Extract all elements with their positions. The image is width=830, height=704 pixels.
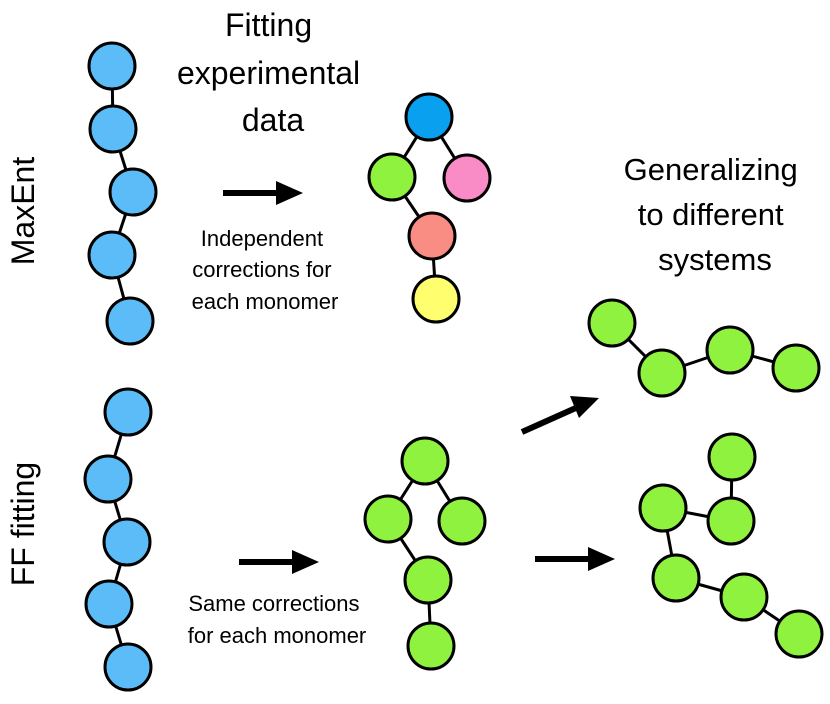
generalizing-line-3: systems [658,242,772,277]
ff-fitted-monomer-5 [406,621,456,671]
maxent-initial-monomer-3 [108,167,158,217]
generalized-linear-chain [587,298,821,398]
generalized-branched-monomer-1 [707,432,757,482]
maxent-fitted-monomer-2 [367,152,417,202]
top-title: Fitting experimental data [177,7,369,138]
ff-initial-monomer-5 [103,642,153,692]
maxent-initial-monomer-4 [87,230,137,280]
ff-initial-monomer-4 [84,579,134,629]
ff-initial-monomer-2 [83,454,133,504]
top-title-line-2: experimental [177,55,360,91]
ff-initial-chain [83,387,153,692]
top-title-line-1: Fitting [225,7,312,43]
arrow-ff-head [292,550,319,574]
maxent-fitted-monomer-5 [411,274,461,324]
ff-caption: Same corrections for each monomer [188,591,367,648]
maxent-initial-monomer-5 [105,296,155,346]
maxent-caption-line-2: corrections for [192,257,331,282]
generalized-branched-monomer-5 [719,572,769,622]
arrow-generalize-up-shaft [520,404,580,435]
maxent-initial-monomer-1 [87,41,137,91]
generalizing-title: Generalizing to different systems [624,152,807,277]
arrow-maxent-head [276,181,303,205]
maxent-caption-line-3: each monomer [192,289,339,314]
maxent-fitted-monomer-1 [404,92,454,142]
generalized-branched-monomer-4 [651,553,701,603]
generalized-linear-monomer-3 [705,325,755,375]
arrow-generalize-right [535,547,615,571]
generalized-linear-monomer-4 [771,343,821,393]
ff-fitted-monomer-3 [437,496,487,546]
arrow-generalize-up-head [570,396,599,418]
ff-initial-monomer-1 [103,387,153,437]
ff-caption-line-2: for each monomer [188,623,367,648]
arrow-maxent [223,181,303,205]
ff-fitted-monomer-2 [363,494,413,544]
ff-caption-line-1: Same corrections [188,591,359,616]
top-title-line-3: data [242,102,304,138]
generalized-branched-monomer-3 [706,496,756,546]
ff-fitted-monomer-1 [400,436,450,486]
maxent-caption-line-1: Independent [201,226,323,251]
generalized-branched-monomer-6 [774,609,824,659]
maxent-fitted-monomer-3 [442,153,492,203]
generalizing-line-1: Generalizing [624,152,798,187]
maxent-initial-monomer-2 [88,104,138,154]
generalized-linear-monomer-1 [587,298,637,348]
generalized-branched-monomer-2 [638,483,688,533]
arrow-generalize-right-head [588,547,615,571]
maxent-caption: Independent corrections for each monomer [192,226,339,314]
ff-fitted-monomer-4 [403,555,453,605]
generalizing-line-2: to different [638,197,784,232]
ff-initial-monomer-3 [102,517,152,567]
maxent-initial-chain [87,41,158,346]
generalized-branched-molecule [638,432,824,659]
maxent-fitted-molecule [367,92,492,324]
maxent-fitted-monomer-4 [407,211,457,261]
ff-fitted-molecule [363,436,487,671]
arrow-ff [239,550,319,574]
arrow-generalize-up [520,396,599,435]
maxent-label: MaxEnt [5,157,41,266]
ff-fitting-label: FF fitting [5,462,41,586]
generalized-linear-monomer-2 [637,348,687,398]
